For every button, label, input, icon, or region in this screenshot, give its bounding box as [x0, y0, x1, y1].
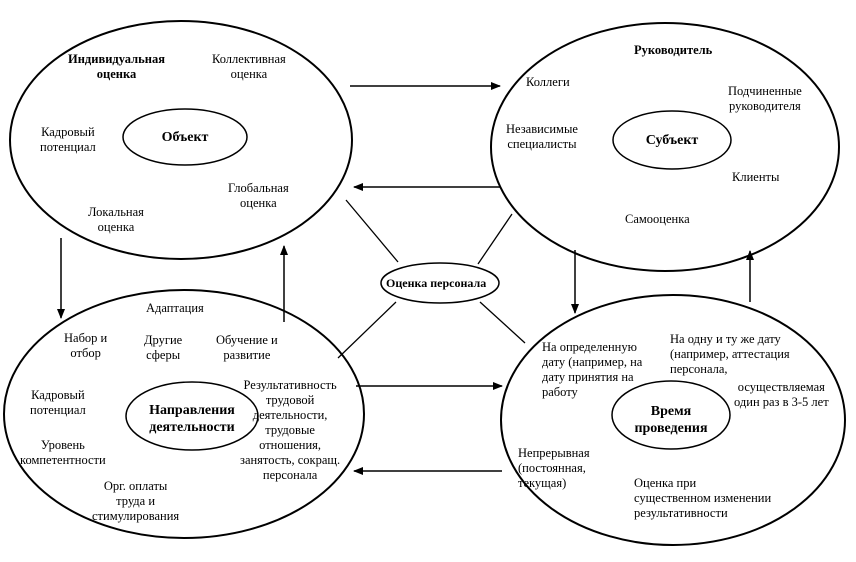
subject-item-manager: Руководитель	[634, 43, 713, 57]
subject-item-subordinates: Подчиненные руководителя	[728, 84, 802, 113]
subject-item-clients: Клиенты	[732, 170, 780, 184]
time-item-continuous: Непрерывная (постоянная, текущая)	[518, 446, 590, 490]
center-label: Оценка персонала	[386, 276, 487, 290]
activity-core-ellipse	[125, 381, 259, 451]
activity-item-payment: Орг. оплаты труда и стимулирования	[92, 479, 180, 523]
object-item-collective: Коллективная оценка	[212, 52, 286, 81]
subject-item-self: Самооценка	[625, 212, 690, 226]
activity-item-adaptation: Адаптация	[146, 301, 204, 315]
object-item-local: Локальная оценка	[88, 205, 144, 234]
time-item-same-date: На одну и ту же дату (например, аттестац…	[670, 332, 790, 376]
time-item-specific-date: На определенную дату (например, на дату …	[542, 340, 643, 399]
activity-item-training: Обучение и развитие	[216, 333, 278, 362]
subject-ellipse	[490, 22, 840, 272]
subject-core-ellipse	[612, 110, 732, 170]
connector-object	[345, 199, 399, 263]
time-core-ellipse	[611, 380, 731, 450]
activity-item-other: Другие сферы	[144, 333, 183, 362]
time-ellipse	[500, 294, 846, 546]
time-title: Время проведения	[634, 404, 708, 436]
object-ellipse	[9, 20, 353, 260]
activity-item-performance: Результативность трудовой деятельности, …	[240, 378, 341, 482]
activity-item-potential: Кадровый потенциал	[30, 388, 86, 417]
connector-activity	[337, 301, 397, 359]
activity-item-recruitment: Набор и отбор	[64, 331, 108, 360]
subject-item-independent: Независимые специалисты	[506, 122, 578, 151]
time-item-change: Оценка при существенном изменении резуль…	[634, 476, 772, 520]
time-item-periodic: осуществляемая один раз в 3-5 лет	[734, 380, 829, 409]
activity-item-competence: Уровень компетентности	[20, 438, 106, 467]
subject-item-colleagues: Коллеги	[526, 75, 570, 89]
activity-ellipse	[3, 289, 365, 539]
center-ellipse	[380, 262, 500, 304]
center-connectors	[337, 199, 526, 359]
subject-title: Субъект	[645, 133, 699, 148]
connector-time	[479, 301, 526, 344]
object-title: Объект	[161, 130, 209, 145]
arrows	[57, 82, 754, 475]
activity-title: Направления деятельности	[149, 403, 235, 435]
object-item-potential: Кадровый потенциал	[40, 125, 96, 154]
object-item-global: Глобальная оценка	[228, 181, 289, 210]
object-item-individual: Индивидуальная оценка	[68, 52, 166, 81]
object-core-ellipse	[122, 108, 248, 166]
connector-subject	[477, 213, 513, 265]
